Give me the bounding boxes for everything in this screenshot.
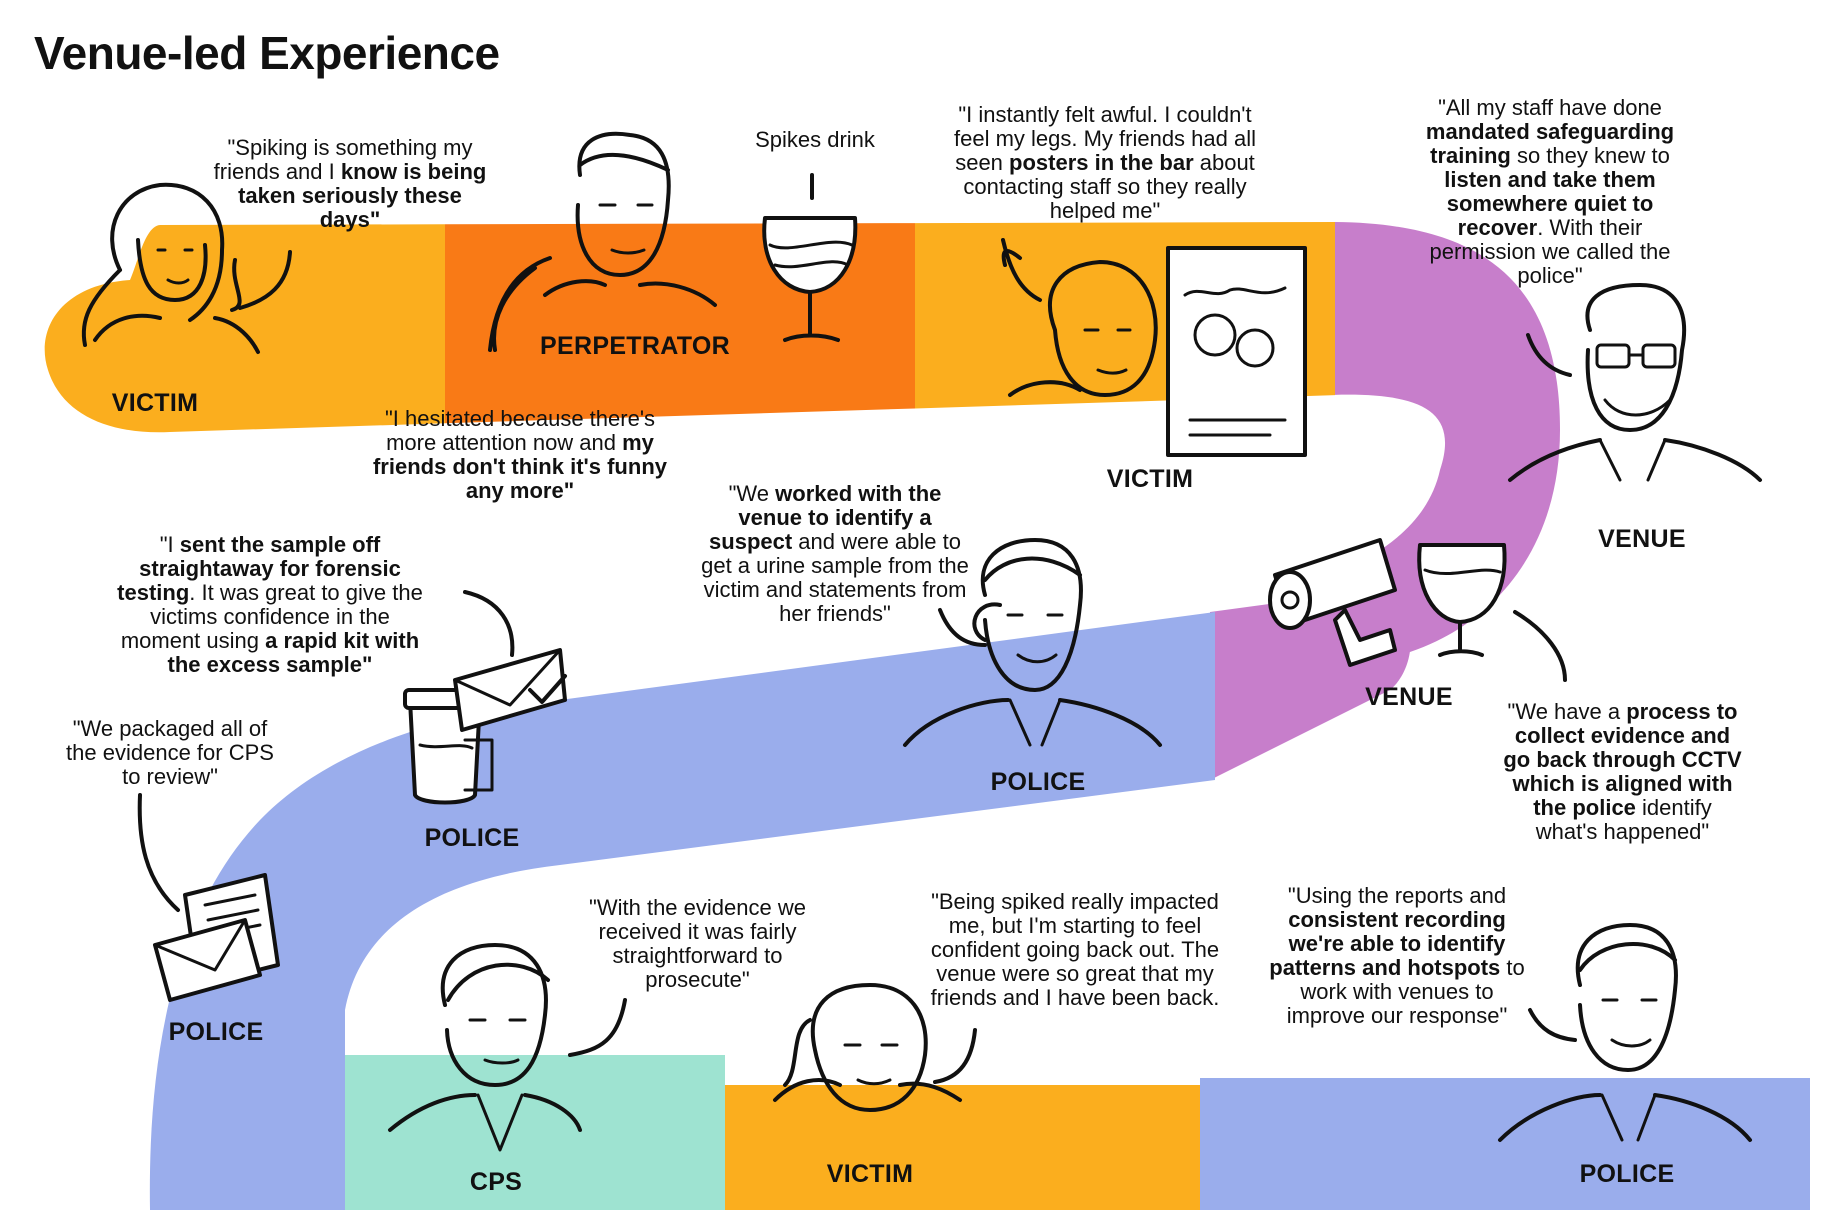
quote-victim-recovery: "Being spiked really impacted me, but I'… — [925, 890, 1225, 1010]
role-label-police: POLICE — [425, 824, 520, 853]
wine-glass-icon — [764, 175, 855, 340]
speech-tail — [570, 1000, 625, 1055]
victim-portrait-with-poster — [1004, 248, 1305, 455]
venue-staff-portrait — [1510, 285, 1760, 480]
spikes-drink-caption: Spikes drink — [755, 127, 875, 153]
quote-text-run: posters in the bar — [1009, 150, 1194, 175]
speech-tail — [1528, 335, 1570, 375]
speech-tail — [1530, 1010, 1575, 1040]
speech-tail — [1515, 612, 1565, 680]
perpetrator-portrait — [494, 134, 715, 350]
quote-police: "We worked with the venue to identify a … — [695, 482, 975, 626]
quote-victim: "I instantly felt awful. I couldn't feel… — [945, 103, 1265, 223]
quote-text-run: "All my staff have done — [1438, 95, 1662, 120]
role-label-venue: VENUE — [1598, 525, 1686, 554]
speech-tail — [140, 795, 178, 910]
quote-police-patterns: "Using the reports and consistent record… — [1262, 884, 1532, 1028]
speech-tail — [240, 252, 290, 308]
role-label-victim: VICTIM — [1107, 465, 1194, 494]
quote-text-run: "We have a — [1508, 699, 1627, 724]
quote-text-run: "I — [160, 532, 180, 557]
speech-tail — [1003, 240, 1040, 300]
role-label-venue: VENUE — [1365, 683, 1453, 712]
quote-perpetrator: "I hesitated because there's more attent… — [370, 407, 670, 503]
speech-tail — [465, 592, 512, 655]
quote-text-run: "Using the reports and — [1288, 883, 1506, 908]
page-title: Venue-led Experience — [34, 26, 500, 80]
quote-police-forensic: "I sent the sample off straightaway for … — [110, 533, 430, 677]
role-label-cps: CPS — [470, 1168, 522, 1197]
quote-police-evidence: "We packaged all of the evidence for CPS… — [55, 717, 285, 789]
police-officer-portrait — [1500, 925, 1750, 1140]
quote-venue-staff: "All my staff have done mandated safegua… — [1410, 96, 1690, 288]
quote-text-run: so they knew to — [1511, 143, 1670, 168]
quote-text-run: "Being spiked really impacted me, but I'… — [931, 889, 1220, 1010]
documents-envelope-icon — [155, 875, 278, 1000]
quote-text-run: "With the evidence we received it was fa… — [589, 895, 806, 992]
speech-tail — [935, 1030, 975, 1082]
role-label-victim: VICTIM — [827, 1160, 914, 1189]
quote-text-run: consistent recording we're able to ident… — [1269, 907, 1506, 980]
quote-text-run: "We — [729, 481, 776, 506]
role-label-police: POLICE — [1580, 1160, 1675, 1189]
quote-text-run: "I hesitated because there's more attent… — [385, 406, 655, 455]
envelope-check-icon — [455, 650, 565, 730]
role-label-police: POLICE — [991, 768, 1086, 797]
wine-glass-icon — [1419, 545, 1504, 655]
cctv-camera-icon — [1270, 540, 1395, 665]
quote-victim: "Spiking is something my friends and I k… — [205, 136, 495, 232]
role-label-victim: VICTIM — [112, 389, 199, 418]
quote-venue-process: "We have a process to collect evidence a… — [1500, 700, 1745, 844]
cps-lawyer-portrait — [390, 945, 580, 1150]
role-label-police: POLICE — [169, 1018, 264, 1047]
role-label-perpetrator: PERPETRATOR — [540, 332, 730, 361]
quote-cps: "With the evidence we received it was fa… — [575, 896, 820, 992]
quote-text-run: "We packaged all of the evidence for CPS… — [66, 716, 274, 789]
